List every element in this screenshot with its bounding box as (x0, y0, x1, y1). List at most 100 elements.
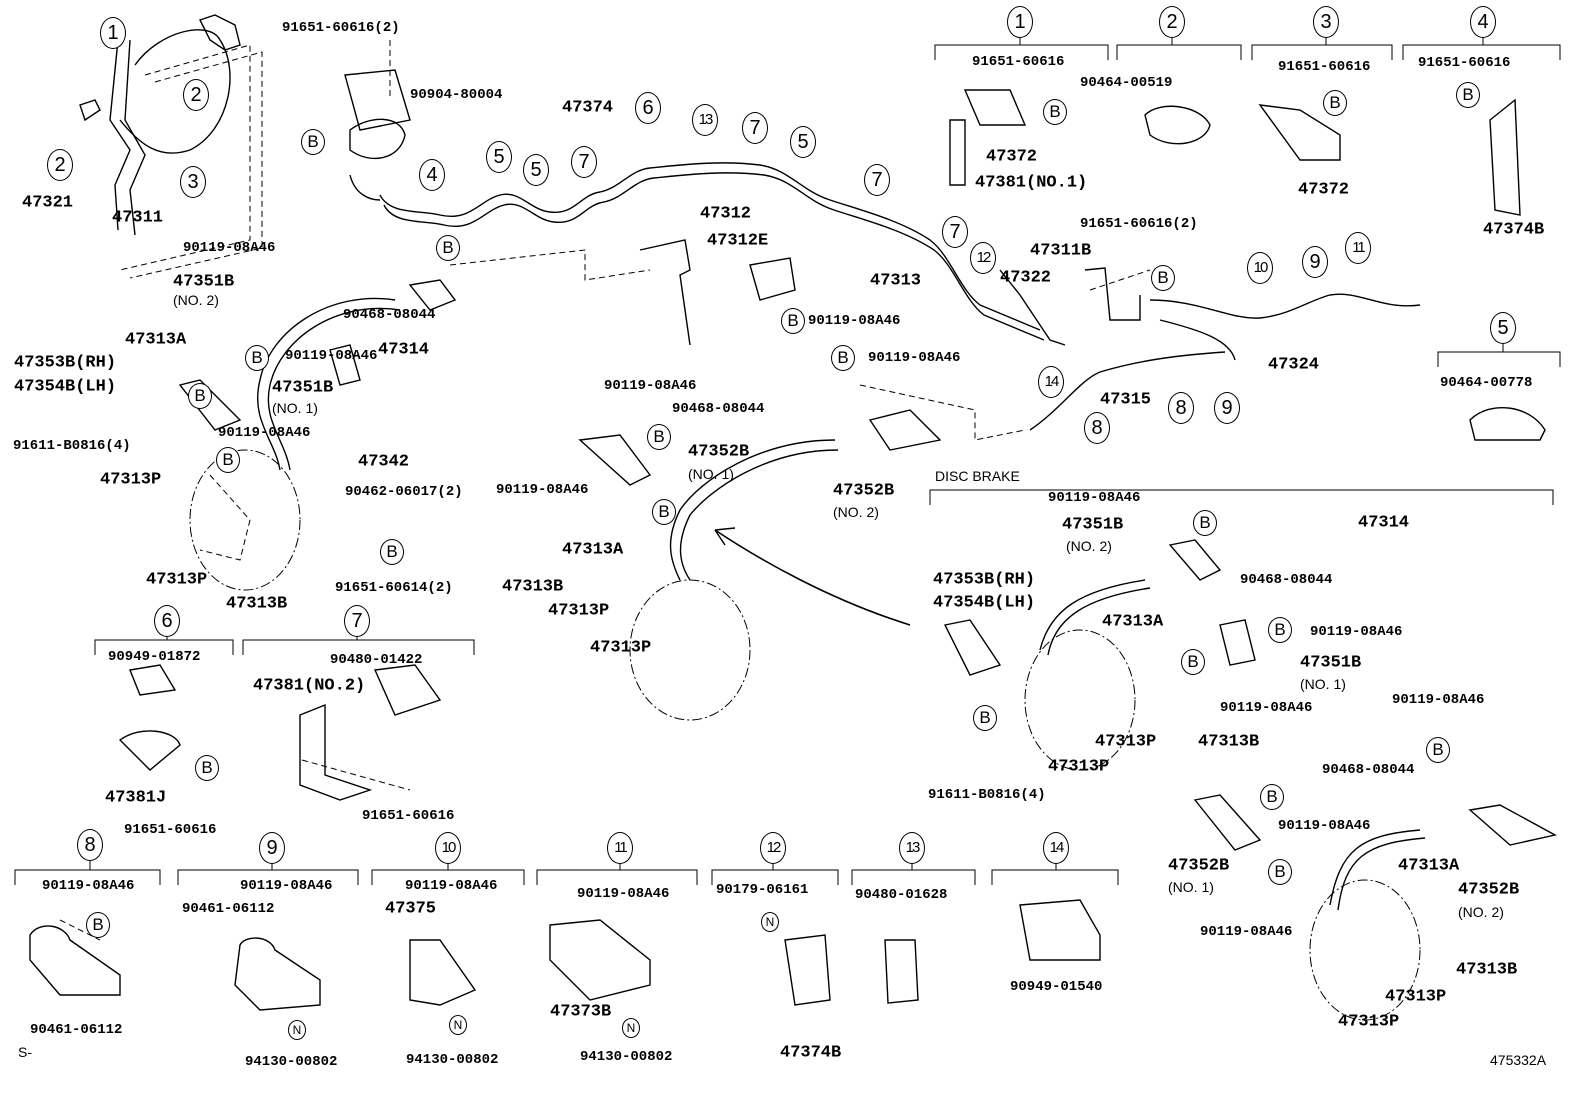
part-number-label: 47313P (146, 570, 208, 590)
b-marker: B (973, 705, 997, 731)
part-number-label: 47313A (125, 330, 187, 350)
callout-number: 12 (760, 832, 786, 864)
callout-number: 14 (1038, 366, 1064, 398)
callout-number: 9 (1302, 246, 1328, 278)
part-number-label: 90468-08044 (672, 401, 765, 417)
brackets-hardware (178, 239, 1557, 851)
part-number-label: 47381J (105, 788, 167, 808)
brake-line-main (349, 162, 1045, 341)
part-number-label: 91651-60616 (124, 822, 217, 838)
b-marker: B (86, 912, 110, 938)
part-number-label: 91651-60616(2) (282, 20, 400, 36)
hoses (256, 297, 1426, 911)
part-number-label: 90119-08A46 (285, 348, 378, 364)
part-number-label: 47313B (1198, 732, 1260, 752)
part-number-label: 90480-01628 (855, 887, 948, 903)
part-number-label: 47381(NO.2) (253, 676, 366, 696)
part-number-label: (NO. 1) (688, 466, 734, 482)
figure-id: 475332A (1490, 1052, 1547, 1068)
callout-number: 5 (523, 154, 549, 186)
n-marker: N (761, 912, 779, 932)
part-number-label: 47352B (1168, 856, 1230, 876)
part-number-label: 47351B (1062, 515, 1124, 535)
part-number-label: 90119-08A46 (1200, 924, 1293, 940)
part-number-label: 47381(NO.1) (975, 173, 1088, 193)
part-number-label: 90119-08A46 (1392, 692, 1485, 708)
part-number-label: 90480-01422 (330, 652, 423, 668)
part-number-label: 90468-08044 (1322, 762, 1415, 778)
part-number-label: 47351B (1300, 653, 1362, 673)
part-number-label: 94130-00802 (580, 1049, 673, 1065)
part-number-label: 47354B(LH) (933, 593, 1036, 613)
part-number-label: 47372 (986, 147, 1038, 167)
callout-number: 8 (1084, 412, 1110, 444)
callout-number: 3 (180, 166, 206, 198)
part-number-label: 47351B (272, 378, 334, 398)
part-number-label: 47314 (378, 340, 430, 360)
b-marker: B (1456, 82, 1480, 108)
part-number-label: 91651-60614(2) (335, 580, 453, 596)
callout-number: 7 (344, 605, 370, 637)
part-number-label: (NO. 2) (833, 504, 879, 520)
part-number-label: 90119-08A46 (1048, 490, 1141, 506)
part-number-label: 91651-60616 (362, 808, 455, 824)
callout-number: 5 (790, 126, 816, 158)
b-marker: B (195, 755, 219, 781)
part-number-label: 47313P (100, 470, 162, 490)
part-number-label: 90949-01540 (1010, 979, 1103, 995)
callout-number: 14 (1043, 832, 1069, 864)
part-number-label: 47321 (22, 193, 74, 213)
part-number-label: 90464-00519 (1080, 75, 1173, 91)
b-marker: B (1268, 859, 1292, 885)
callout-number: 12 (970, 242, 996, 274)
callout-number: 5 (1490, 312, 1516, 344)
callout-number: 10 (1247, 252, 1273, 284)
b-marker: B (245, 345, 269, 371)
part-number-label: 90119-08A46 (218, 425, 311, 441)
part-number-label: 90119-08A46 (240, 878, 333, 894)
callout-number: 7 (942, 216, 968, 248)
part-number-label: 47372 (1298, 180, 1350, 200)
part-number-label: 90119-08A46 (1220, 700, 1313, 716)
part-number-label: 47315 (1100, 390, 1152, 410)
part-number-label: 90119-08A46 (405, 878, 498, 894)
callout-number: 8 (1168, 392, 1194, 424)
callout-number: 5 (486, 141, 512, 173)
b-marker: B (652, 499, 676, 525)
callout-number: 4 (419, 159, 445, 191)
part-number-label: 47313P (590, 638, 652, 658)
part-number-label: 47374B (780, 1043, 842, 1063)
n-marker: N (449, 1015, 467, 1035)
clamp-parts (29, 69, 1546, 1011)
callout-number: 1 (100, 17, 126, 49)
b-marker: B (216, 447, 240, 473)
part-number-label: 91611-B0816(4) (928, 787, 1046, 803)
dashed-guides (59, 40, 1151, 941)
part-number-label: 47313P (1385, 987, 1447, 1007)
part-number-label: 47374B (1483, 220, 1545, 240)
callout-number: 8 (77, 829, 103, 861)
part-number-label: (NO. 1) (1300, 676, 1346, 692)
part-number-label: 47351B (173, 272, 235, 292)
b-marker: B (301, 129, 325, 155)
part-number-label: 47373B (550, 1002, 612, 1022)
part-number-label: 47313B (1456, 960, 1518, 980)
part-number-label: 47375 (385, 899, 437, 919)
section-brackets (14, 38, 1561, 885)
part-number-label: 47313P (1338, 1012, 1400, 1032)
part-number-label: 47354B(LH) (14, 377, 117, 397)
part-number-label: 47312E (707, 231, 769, 251)
part-number-label: 47352B (688, 442, 750, 462)
part-number-label: 47311B (1030, 241, 1092, 261)
part-number-label: 90468-08044 (1240, 572, 1333, 588)
part-number-label: 90119-08A46 (183, 240, 276, 256)
part-number-label: 47313A (562, 540, 624, 560)
callout-number: 6 (635, 92, 661, 124)
part-number-label: 47311 (112, 208, 164, 228)
part-number-label: (NO. 2) (173, 292, 219, 308)
part-number-label: 90119-08A46 (604, 378, 697, 394)
callout-number: 7 (742, 112, 768, 144)
part-number-label: 90119-08A46 (1310, 624, 1403, 640)
n-marker: N (622, 1018, 640, 1038)
